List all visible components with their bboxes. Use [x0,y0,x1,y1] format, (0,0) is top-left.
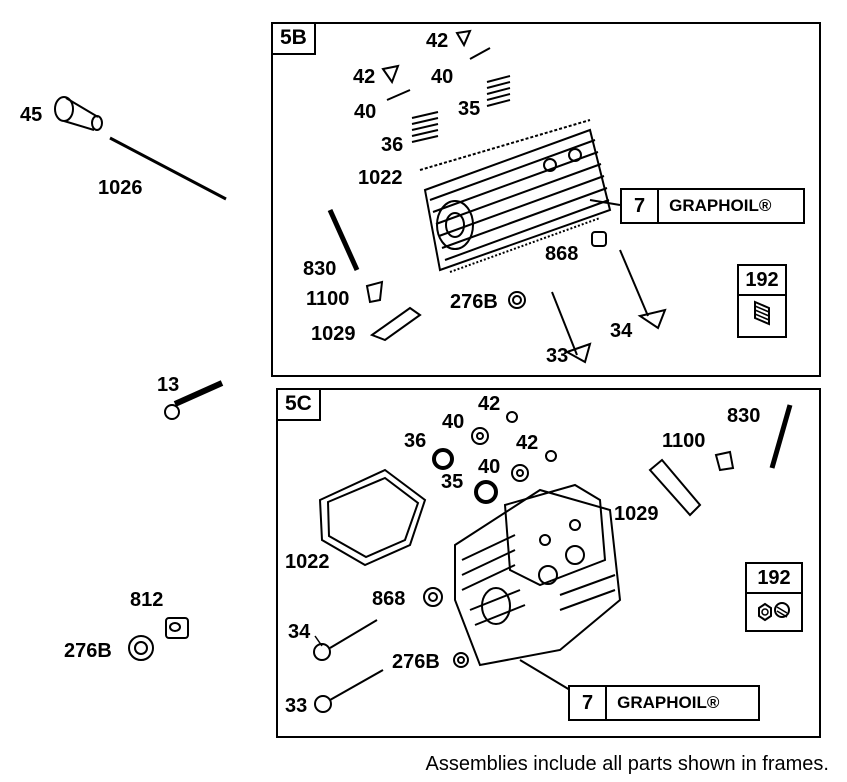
b-label-1100: 1100 [306,288,350,310]
b-spring-36 [411,111,439,143]
b-rocker-1029 [369,306,422,342]
c-retainer-40-top [471,427,489,445]
label-276b: 276B [64,640,112,662]
c-label-868: 868 [372,588,406,610]
c-label-40b: 40 [478,456,501,478]
c-keeper-42-top [506,411,518,423]
c-gasket-1022 [318,468,427,567]
b-seal-868 [591,231,607,247]
part-45-tube-drawing [54,96,103,131]
c-label-35: 35 [441,471,464,493]
c-seal-868 [423,587,443,607]
part-13-bolt-drawing [164,380,224,420]
b-kit-nut-icon [754,300,770,326]
b-valve-33 [551,291,592,364]
b-label-830: 830 [303,258,337,280]
b-stud-830 [327,208,360,272]
b-kit-number: 192 [739,266,785,296]
label-812: 812 [130,589,164,611]
c-keeper-42-right [545,450,557,462]
frame-5b-tag: 5B [273,24,316,55]
b-spring-35 [486,75,511,107]
frame-5c-tag: 5C [278,390,321,421]
frame-5c: 5C [276,388,821,738]
b-retainer-40-left [386,89,411,101]
b-label-34: 34 [610,320,633,342]
c-kit-192: 192 [745,562,803,632]
b-label-36: 36 [381,134,404,156]
c-label-42a: 42 [478,393,501,415]
c-callout-text: GRAPHOIL® [617,693,720,712]
c-label-830: 830 [727,405,761,427]
c-label-1029: 1029 [614,503,659,525]
label-13: 13 [157,374,180,396]
b-guide-1100 [365,280,384,304]
c-retainer-40-right [511,464,529,482]
c-kit-nuts-icon [758,602,790,622]
label-45: 45 [20,104,43,126]
part-812-fitting-drawing [165,617,189,639]
c-label-42b: 42 [516,432,539,454]
c-label-36: 36 [404,430,427,452]
c-label-40a: 40 [442,411,465,433]
b-retainer-40-top [469,47,491,60]
c-label-1100: 1100 [662,430,706,452]
c-cylinder-head [454,483,622,691]
b-label-42b: 42 [353,66,376,88]
c-kit-number: 192 [747,564,801,594]
b-valve-34 [619,249,667,330]
b-callout-number: 7 [622,190,660,222]
part-1026-rod-drawing [109,136,227,201]
b-label-1029: 1029 [311,323,356,345]
part-276b-washer-drawing [128,635,154,661]
b-label-35: 35 [458,98,481,120]
b-cylinder-head [423,128,621,273]
b-label-33: 33 [546,345,569,367]
b-label-1022: 1022 [358,167,403,189]
assembly-footnote: Assemblies include all parts shown in fr… [425,753,829,775]
b-label-868: 868 [545,243,579,265]
c-washer-276b [453,652,469,668]
c-label-33: 33 [285,695,308,717]
c-rocker-1029 [648,458,702,517]
c-label-1022: 1022 [285,551,330,573]
c-callout-number: 7 [570,687,608,719]
b-kit-192: 192 [737,264,787,338]
label-1026: 1026 [98,177,143,199]
c-spring-36 [432,448,454,470]
b-keeper-42-left [381,64,400,85]
b-label-40b: 40 [354,101,377,123]
c-valve-33 [314,669,384,713]
b-label-276b: 276B [450,291,498,313]
b-label-42a: 42 [426,30,449,52]
b-label-40a: 40 [431,66,454,88]
b-washer-276b [508,291,526,309]
c-callout-graphoil: 7 GRAPHOIL® [568,685,760,721]
c-label-34: 34 [288,621,311,643]
b-keeper-42-top [455,29,472,48]
b-gasket-line [419,119,591,171]
b-callout-graphoil: 7 GRAPHOIL® [620,188,805,224]
c-guide-1100 [714,450,735,472]
c-stud-830 [769,404,793,469]
b-callout-text: GRAPHOIL® [669,196,772,215]
c-label-276b: 276B [392,651,440,673]
c-spring-35 [474,480,498,504]
c-valve-34 [313,619,378,661]
